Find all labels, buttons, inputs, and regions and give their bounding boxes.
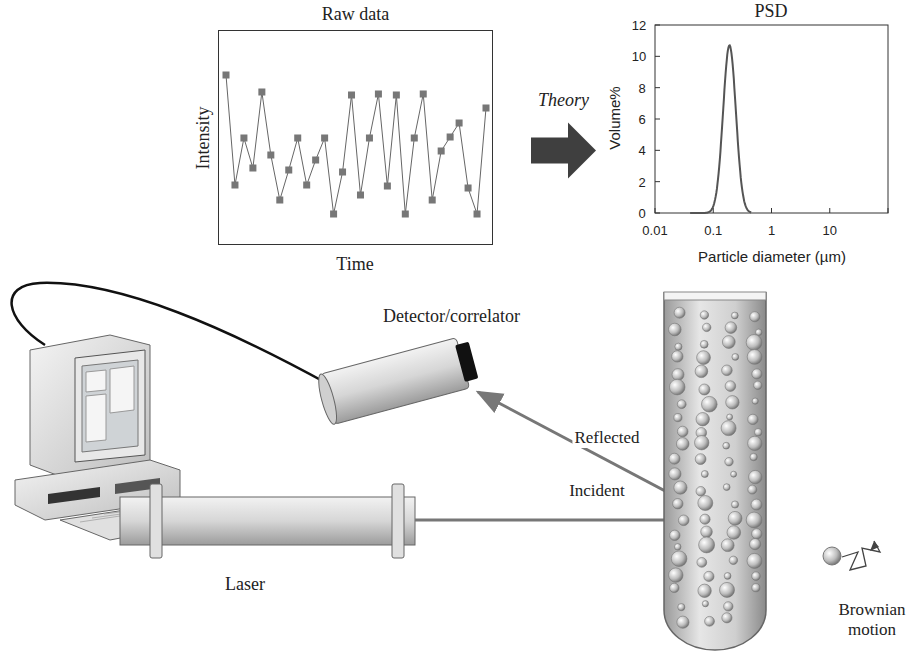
tick-label: 0.1 [704, 223, 722, 238]
axis-label: Intensity [193, 107, 214, 170]
node-title: Detector/correlator [383, 306, 520, 327]
raw-data-series [223, 72, 490, 218]
psd-chart: PSD [598, 5, 890, 270]
node-title: Raw data [322, 4, 389, 25]
text-label: Incident [567, 481, 627, 501]
tick-label: 4 [638, 143, 645, 158]
tick-label: 2 [638, 174, 645, 189]
raw-data-chart: Raw data [218, 30, 493, 245]
tick-label: 0.01 [642, 223, 667, 238]
brownian-icon [823, 541, 880, 570]
test-tube [664, 292, 766, 650]
tick-label: 0 [638, 206, 645, 221]
laser-unit: Laser [120, 478, 420, 600]
psd-curve [690, 45, 751, 213]
detector [315, 335, 480, 426]
tick-label: 1 [768, 223, 775, 238]
axis-label: Particle diameter (µm) [698, 248, 846, 265]
tick-label: 12 [632, 18, 646, 33]
axis-label: Time [336, 254, 373, 275]
laser [120, 484, 415, 558]
tick-label: 10 [823, 223, 837, 238]
psd-ticks [655, 25, 888, 213]
text-label: Reflected [572, 428, 641, 448]
axis-label: Volume% [606, 86, 623, 149]
tick-label: 6 [638, 112, 645, 127]
tick-label: 10 [632, 49, 646, 64]
block-arrow [531, 122, 596, 178]
psd-frame [655, 25, 888, 213]
arrow-label: Theory [538, 90, 589, 111]
node-title: PSD [754, 1, 787, 22]
node-title: Laser [225, 574, 265, 595]
text-label: Brownian motion [835, 600, 909, 639]
tick-label: 8 [638, 80, 645, 95]
detector-unit: Detector/correlator [370, 306, 560, 418]
